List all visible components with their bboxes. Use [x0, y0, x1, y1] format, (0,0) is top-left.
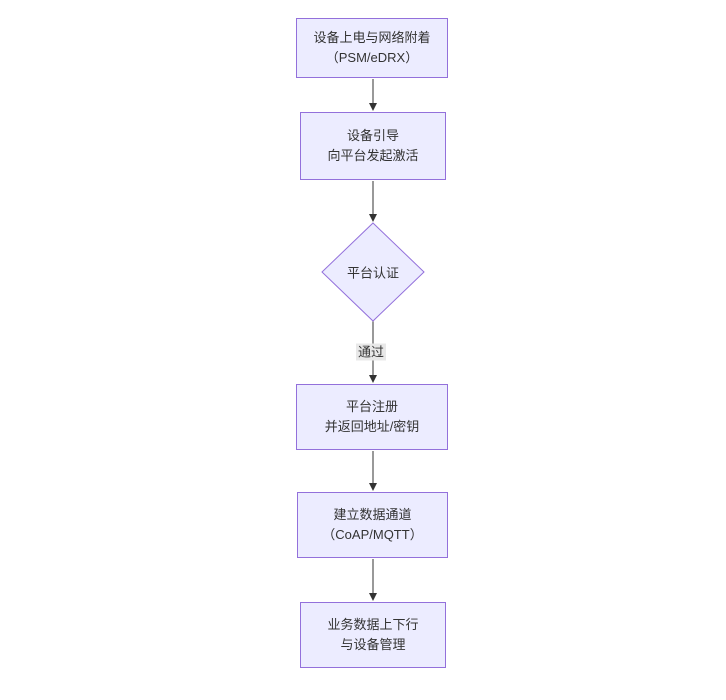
node-label-line: （CoAP/MQTT） [322, 527, 423, 542]
node-device-bootstrap: 设备引导 向平台发起激活 [300, 112, 446, 180]
edge-label-pass: 通过 [355, 343, 387, 361]
node-label-line: 与设备管理 [340, 637, 406, 652]
decision-diamond-platform-auth [321, 222, 425, 322]
node-business-data: 业务数据上下行 与设备管理 [300, 602, 446, 668]
node-label-line: 业务数据上下行 [327, 617, 419, 632]
node-label-line: （PSM/eDRX） [325, 50, 419, 65]
node-label-line: 建立数据通道 [333, 507, 412, 522]
node-platform-register: 平台注册 并返回地址/密钥 [296, 384, 448, 450]
node-label-line: 向平台发起激活 [327, 148, 419, 163]
node-label-line: 并返回地址/密钥 [324, 419, 420, 434]
node-label-line: 设备上电与网络附着 [313, 30, 431, 45]
node-data-channel: 建立数据通道 （CoAP/MQTT） [297, 492, 448, 558]
node-power-network-attach: 设备上电与网络附着 （PSM/eDRX） [296, 18, 448, 78]
node-label-line: 平台注册 [345, 399, 398, 414]
node-label-line: 设备引导 [346, 128, 399, 143]
decision-label-platform-auth: 平台认证 [346, 265, 400, 281]
